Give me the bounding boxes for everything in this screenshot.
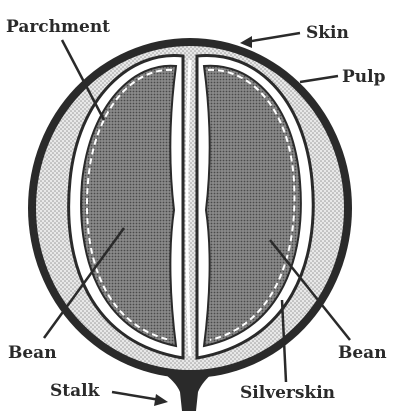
pulp-leader xyxy=(300,76,338,82)
label-parchment: Parchment xyxy=(6,17,110,37)
label-pulp: Pulp xyxy=(342,67,386,87)
label-silverskin: Silverskin xyxy=(240,383,335,403)
stalk-leader xyxy=(112,392,160,400)
skin-arrowhead xyxy=(240,36,252,48)
label-skin: Skin xyxy=(306,23,349,43)
label-bean-right: Bean xyxy=(338,343,387,363)
stalk-arrowhead xyxy=(154,394,168,406)
skin-leader xyxy=(246,33,300,42)
label-stalk: Stalk xyxy=(50,381,101,401)
label-bean-left: Bean xyxy=(8,343,57,363)
